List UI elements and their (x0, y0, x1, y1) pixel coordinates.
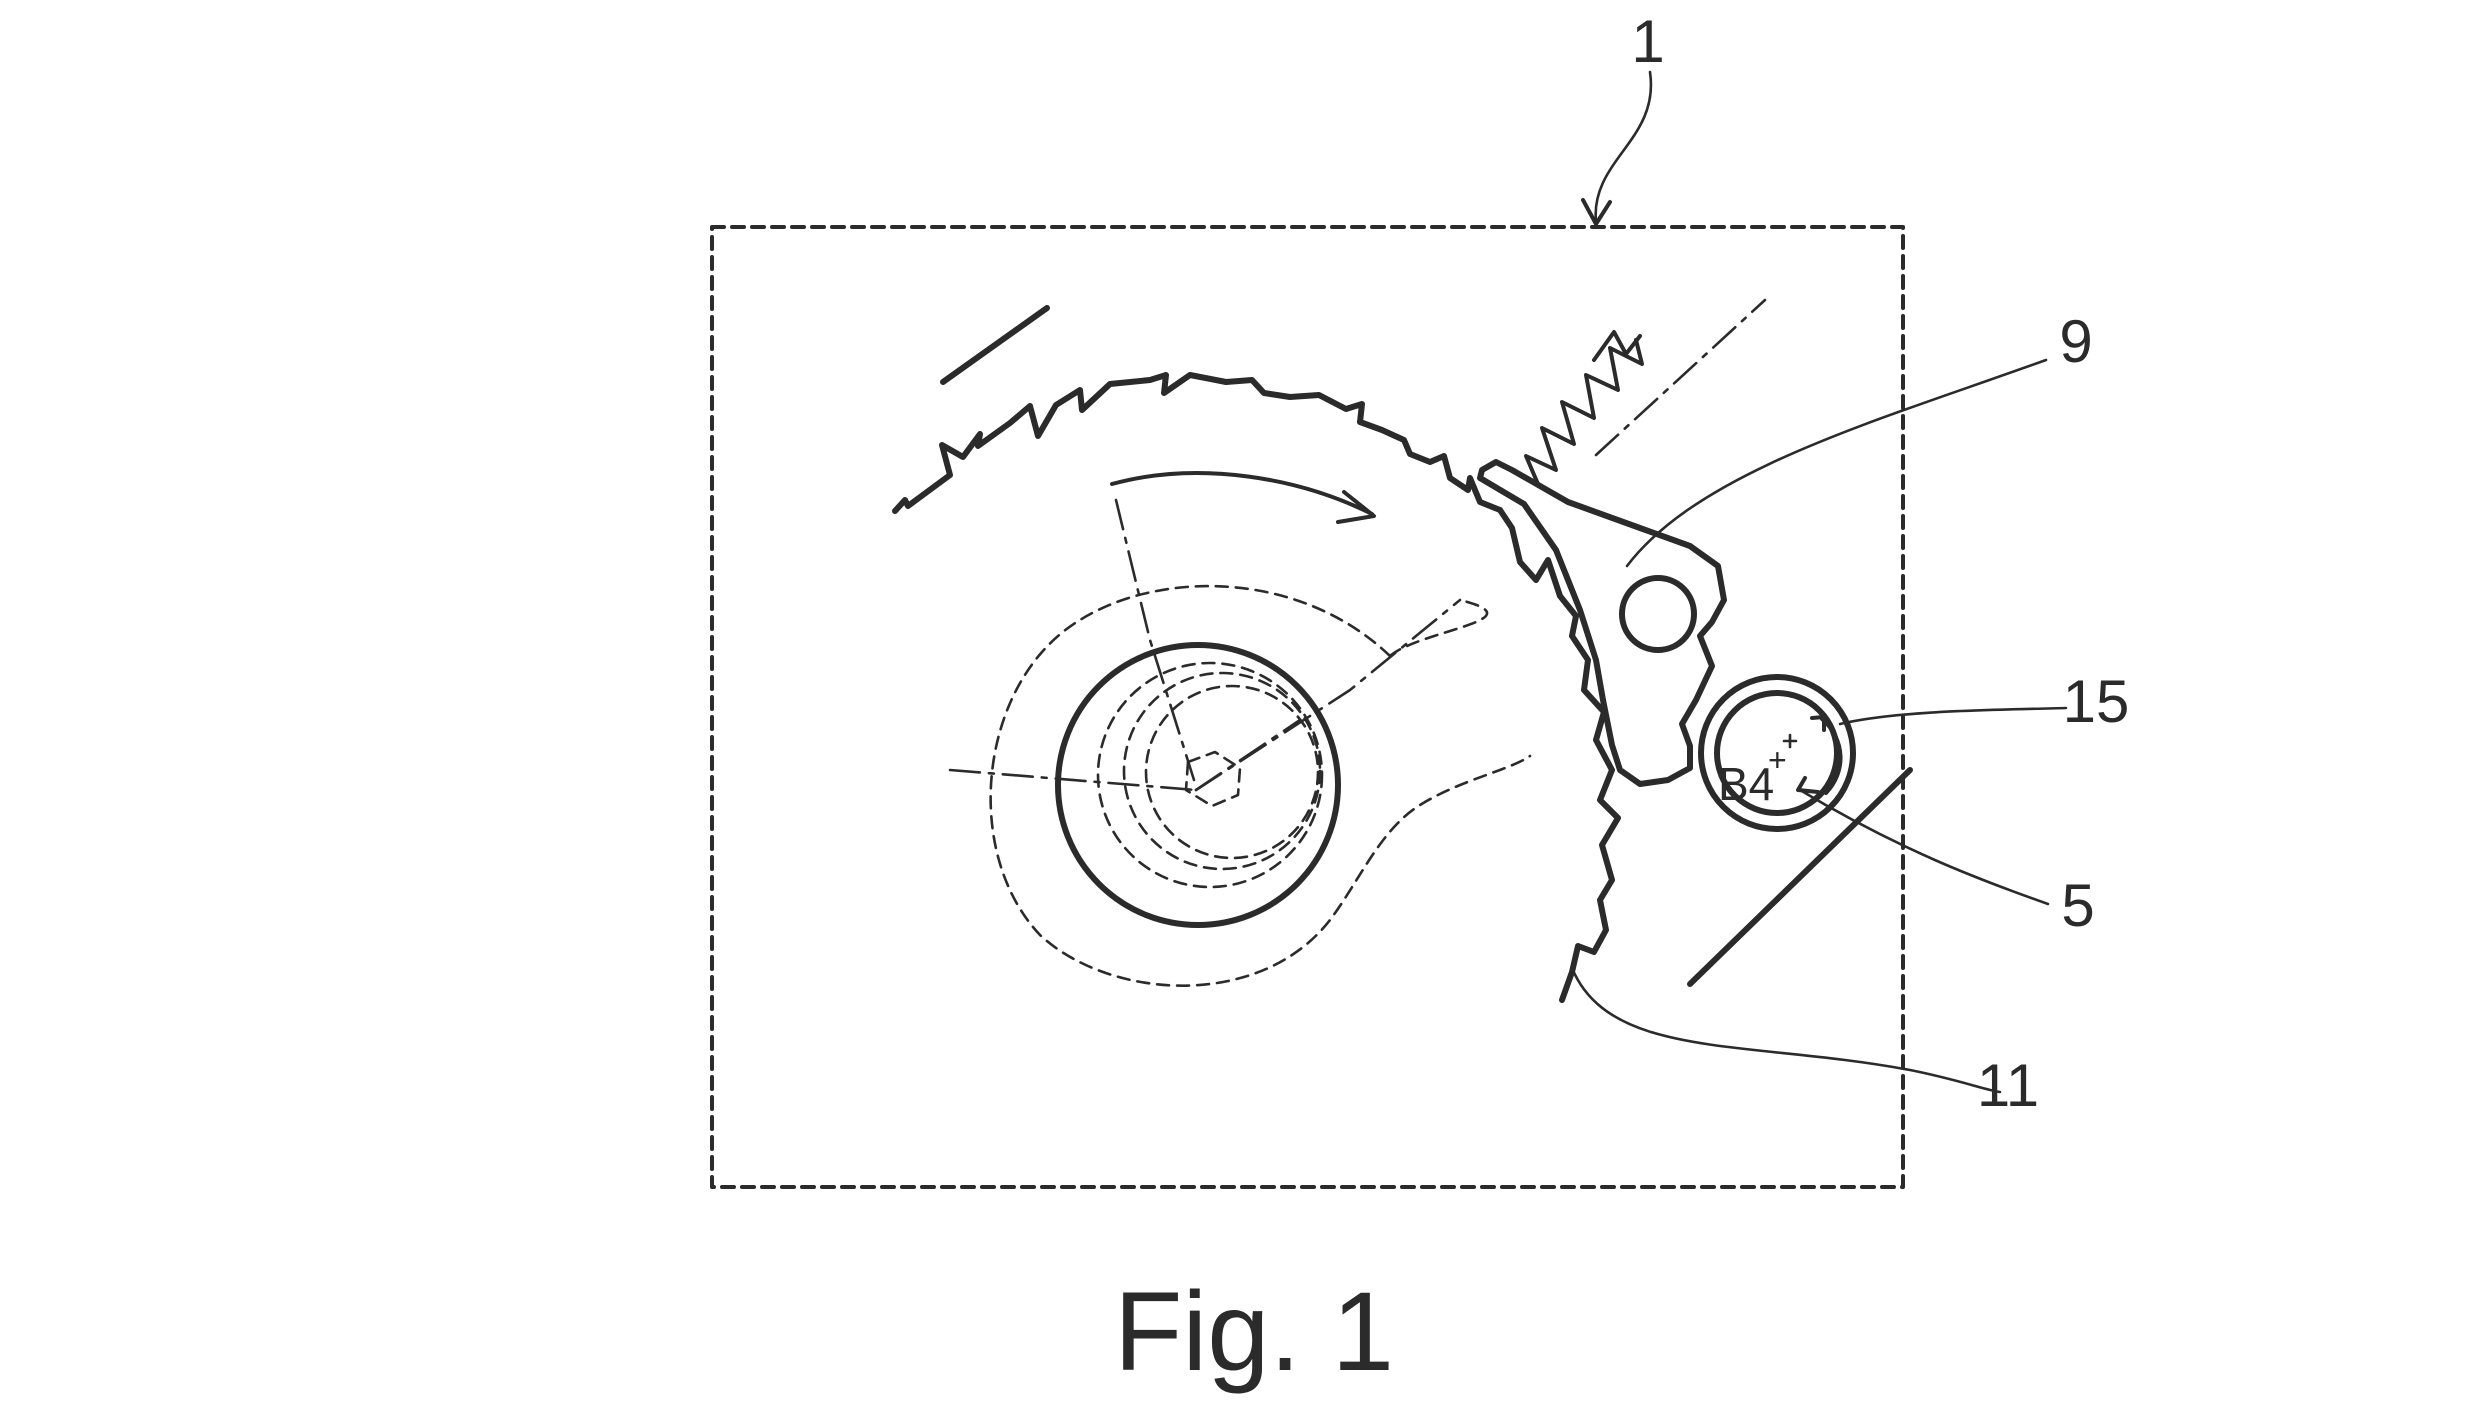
ring-15-inner (1714, 690, 1840, 816)
guide-line (1687, 767, 1913, 987)
label-pawl-9: 9 (2059, 308, 2092, 375)
wheel-axis-diagonal-2 (1194, 718, 1302, 792)
leader-15 (1838, 706, 2068, 726)
pawl-axis-line (1594, 298, 1767, 457)
wheel-axis-vertical (1114, 498, 1196, 782)
leader-11 (1570, 966, 2002, 1094)
spring-end-tick (1592, 330, 1642, 362)
pawl-pivot-hole (1619, 575, 1697, 653)
ring-15-outer (1698, 674, 1856, 832)
label-ratchet-11: 11 (1977, 1052, 2039, 1119)
figure-caption: Fig. 1 (1114, 1269, 1394, 1394)
top-left-stroke (940, 305, 1050, 385)
ring-rotation-arrow (1820, 717, 1843, 795)
label-device-1: 1 (1631, 8, 1664, 75)
leader-9 (1625, 358, 2048, 568)
wheel-inner-dashed-1 (1096, 661, 1324, 889)
label-pin-5: 5 (2061, 872, 2094, 939)
label-ring-15: 15 (2063, 668, 2130, 735)
ring-rotation-arrowhead (1810, 715, 1826, 732)
spring (1524, 338, 1644, 486)
device-boundary-box (710, 225, 1905, 1189)
label-inner-b4: B4 (1718, 758, 1774, 810)
wheel-axis-horizontal (948, 768, 1198, 792)
arrowhead-5 (1796, 776, 1820, 794)
wheel-axis-diagonal-1 (1194, 598, 1462, 792)
leader-5 (1798, 788, 2050, 906)
ratchet-rim-lower (1497, 507, 1621, 1003)
wheel-outer-dashed (989, 584, 1532, 987)
ratchet-rim-upper (892, 372, 1503, 514)
wheel-inner-dashed-2 (1122, 671, 1322, 871)
arrowhead-1 (1581, 198, 1612, 226)
wheel-inner-dashed-3 (1144, 684, 1320, 860)
leader-1 (1594, 70, 1653, 224)
wheel-main (1055, 642, 1341, 928)
rotation-arrowhead (1336, 490, 1376, 524)
pin-center-cross (1782, 733, 1798, 749)
pawl (1477, 459, 1727, 787)
rotation-arrow (1110, 471, 1374, 516)
label-plus: + (1768, 742, 1787, 778)
